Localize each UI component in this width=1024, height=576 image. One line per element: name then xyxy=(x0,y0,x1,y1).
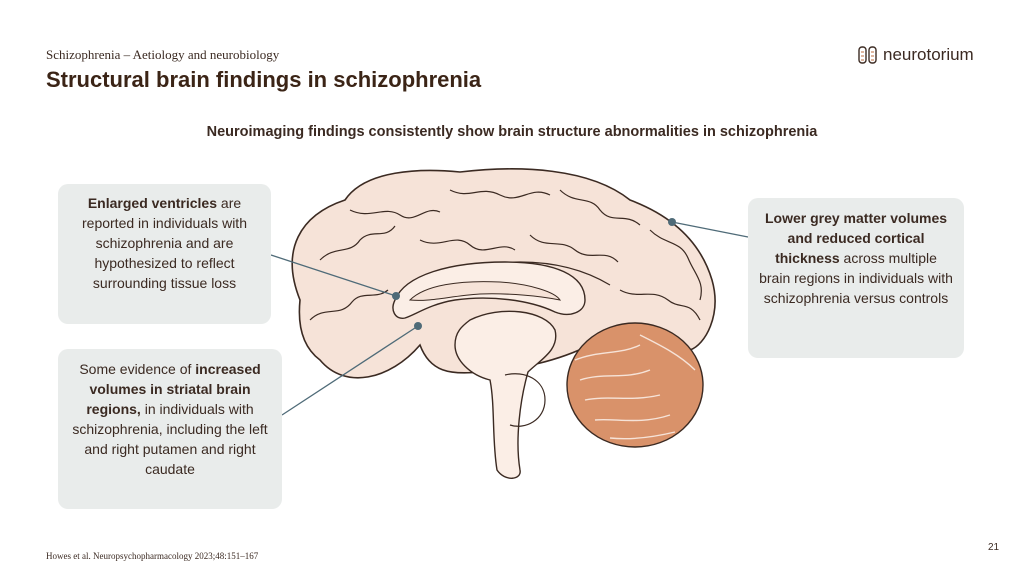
callout-grey-matter: Lower grey matter volumes and reduced co… xyxy=(748,198,964,358)
section-subtitle: Schizophrenia – Aetiology and neurobiolo… xyxy=(46,47,280,62)
page-title: Structural brain findings in schizophren… xyxy=(46,67,482,92)
reference: Howes et al. Neuropsychopharmacology 202… xyxy=(46,551,259,561)
callout-ventricles-bold: Enlarged ventricles xyxy=(87,195,218,211)
callout-greymatter-text: across multiple brain regions in individ… xyxy=(759,250,953,306)
cerebellum xyxy=(566,322,704,448)
callout-ventricles-text: are reported in individuals with schizop… xyxy=(82,195,247,291)
main-heading: Neuroimaging findings consistently show … xyxy=(206,124,818,140)
callout-striatal-text: in individuals with schizophrenia, inclu… xyxy=(72,401,268,477)
cortex-marker xyxy=(668,218,676,226)
brain-logo-icon xyxy=(858,46,877,64)
striatum-marker xyxy=(414,322,422,330)
callout-striatal-bold: increased volumes in striatal brain regi… xyxy=(86,361,261,417)
page-number: 21 xyxy=(988,542,1000,553)
brainstem xyxy=(454,310,557,479)
connector-lines xyxy=(270,221,749,416)
callout-striatal-pre: Some evidence of xyxy=(79,361,196,377)
pons xyxy=(504,373,546,427)
callout-greymatter-bold: Lower grey matter volumes and reduced co… xyxy=(764,210,948,266)
logo: neurotorium xyxy=(857,44,974,66)
logo-text: neurotorium xyxy=(883,45,974,64)
callout-enlarged-ventricles: Enlarged ventricles are reported in indi… xyxy=(58,184,271,324)
ventricle xyxy=(408,281,562,301)
cerebellum-folia xyxy=(574,334,696,440)
callout-striatal-volumes: Some evidence of increased volumes in st… xyxy=(58,349,282,509)
ventricle-marker xyxy=(392,292,400,300)
